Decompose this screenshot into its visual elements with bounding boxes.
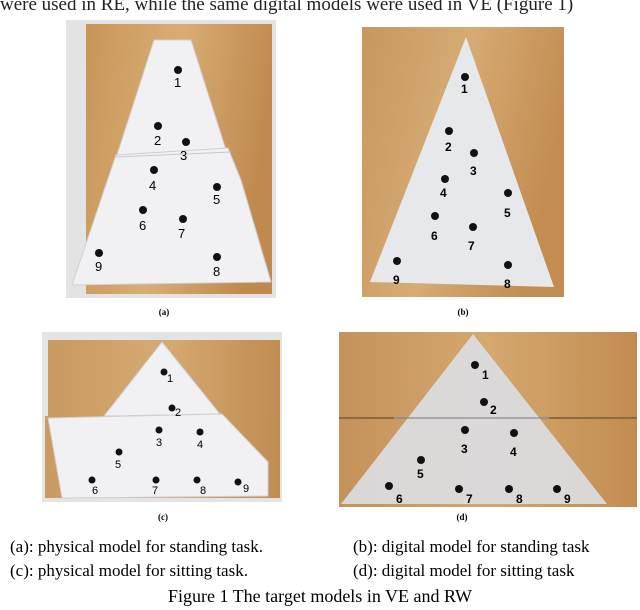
panel-label-b: (b) <box>457 307 469 317</box>
point-3 <box>182 138 190 146</box>
panel-label-a: (a) <box>158 307 170 317</box>
figure-title: Figure 1 The target models in VE and RW <box>168 586 472 606</box>
point-label-1: 1 <box>461 82 468 96</box>
point-6 <box>139 206 147 214</box>
points-a: 1 2 3 4 5 6 7 8 9 <box>95 66 221 279</box>
point-label-8: 8 <box>516 492 523 506</box>
point-label-9: 9 <box>564 492 571 506</box>
point-label-2: 2 <box>175 407 181 419</box>
point-label-1: 1 <box>174 75 181 90</box>
point-label-8: 8 <box>504 277 511 291</box>
point-label-3: 3 <box>156 437 162 449</box>
photo-digital-standing <box>362 27 564 297</box>
point-5 <box>213 183 221 191</box>
points-d: 1 2 3 4 5 6 7 8 9 <box>385 361 571 506</box>
caption-d: (d): digital model for sitting task <box>353 561 575 580</box>
point-label-8: 8 <box>200 485 206 497</box>
point-label-6: 6 <box>92 485 98 497</box>
point-4 <box>150 166 158 174</box>
point-label-7: 7 <box>178 226 185 241</box>
point-label-1: 1 <box>167 373 173 385</box>
point-label-2: 2 <box>490 403 497 417</box>
point-7 <box>179 215 187 223</box>
caption-b: (b): digital model for standing task <box>353 537 590 556</box>
point-2 <box>154 122 162 130</box>
point-label-6: 6 <box>139 218 146 233</box>
panel-label-d: (d) <box>456 512 468 522</box>
points-c: 1 2 3 4 5 6 7 8 9 <box>88 368 249 497</box>
point-label-8: 8 <box>213 264 220 279</box>
caption-c: (c): physical model for sitting task. <box>10 561 248 580</box>
photo-physical-standing <box>66 20 276 298</box>
point-label-4: 4 <box>440 186 447 200</box>
caption-a: (a): physical model for standing task. <box>10 537 264 556</box>
point-label-5: 5 <box>417 467 424 481</box>
point-1 <box>174 66 182 74</box>
point-label-3: 3 <box>461 442 468 456</box>
point-label-9: 9 <box>95 259 102 274</box>
photo-digital-sitting <box>339 332 637 507</box>
point-label-5: 5 <box>213 192 220 207</box>
point-label-2: 2 <box>445 140 452 154</box>
point-label-2: 2 <box>154 133 161 148</box>
point-label-9: 9 <box>393 273 400 287</box>
point-label-5: 5 <box>504 206 511 220</box>
point-label-3: 3 <box>470 164 477 178</box>
point-8 <box>213 253 221 261</box>
point-label-6: 6 <box>431 229 438 243</box>
point-label-4: 4 <box>510 445 517 459</box>
point-label-9: 9 <box>243 483 249 495</box>
point-label-7: 7 <box>466 492 473 506</box>
point-label-1: 1 <box>482 368 489 382</box>
points-b: 1 2 3 4 5 6 7 8 9 <box>393 73 512 291</box>
point-label-7: 7 <box>468 239 475 253</box>
point-label-3: 3 <box>180 148 187 163</box>
point-label-4: 4 <box>149 178 156 193</box>
point-label-7: 7 <box>152 485 158 497</box>
point-label-6: 6 <box>396 492 403 506</box>
panel-label-c: (c) <box>158 512 168 522</box>
point-label-5: 5 <box>115 459 121 471</box>
point-label-4: 4 <box>197 439 203 451</box>
photo-physical-sitting <box>42 332 282 502</box>
point-9 <box>95 249 103 257</box>
running-text-fragment: were used in RE, while the same digital … <box>0 0 574 15</box>
